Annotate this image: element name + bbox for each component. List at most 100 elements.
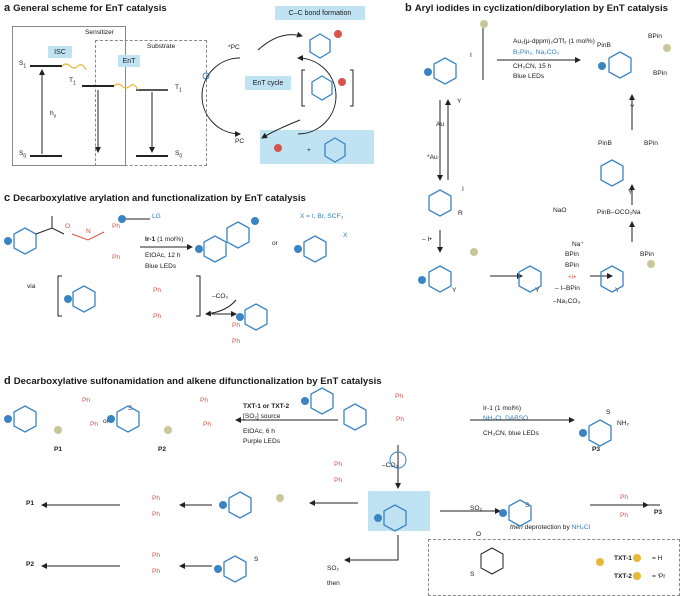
- b-structures: [418, 20, 671, 293]
- d-s-radical: S: [525, 502, 530, 509]
- sensitizer-label: Sensitizer: [85, 29, 114, 36]
- b-pinb-oco2na: PinB–OCO₂Na: [597, 209, 641, 216]
- d-so2-1: SO₂: [470, 505, 483, 512]
- d-deprot-nh4cl: NH₄Cl: [571, 524, 591, 531]
- b-y3-label: Y: [535, 287, 540, 294]
- s0-text: S: [19, 150, 24, 157]
- hv-text: h: [50, 110, 54, 117]
- c-ph4: Ph: [153, 313, 162, 320]
- txt1-label: TXT-1: [614, 555, 632, 562]
- d-deprot-mid: deprotection by: [522, 524, 572, 531]
- b-bpin-mid: BPin: [644, 140, 658, 147]
- intermediate-highlight: [368, 491, 430, 531]
- d-etoac: EtOAc, 6 h: [243, 428, 275, 435]
- b-cond1: Au₂(μ-dppm)₂OTf₂ (1 mol%): [513, 38, 595, 45]
- d-ir-cond: Ir-1 (1 mol%): [483, 405, 522, 412]
- hv-sub: v: [53, 113, 57, 120]
- d-ch3cn: CH₃CN, blue LEDs: [483, 430, 539, 437]
- hv-label: hv: [50, 110, 56, 120]
- d-ph-imin1: Ph: [334, 461, 343, 468]
- b-minus-i: – I•: [422, 236, 432, 243]
- b-cond2: B₂Pin₂, Na₂CO₃: [513, 49, 560, 56]
- ent-cycle-box: EnT cycle: [245, 76, 291, 90]
- c-ph6: Ph: [232, 338, 241, 345]
- c-co2: –CO₂: [212, 293, 229, 300]
- c-ph2: Ph: [112, 254, 121, 261]
- s0-label: S0: [19, 150, 26, 160]
- d-ph-p1a: Ph: [82, 397, 91, 404]
- panel-c-letter: c: [4, 192, 11, 204]
- b-nao: NaO: [553, 207, 567, 214]
- b-bpin-top1: BPin: [648, 33, 662, 40]
- panel-d-title-text: Decarboxylative sulfonamidation and alke…: [13, 376, 382, 387]
- t1-label: T1: [69, 77, 76, 87]
- a-substrate-ring: [274, 30, 354, 163]
- isc-label: ISC: [48, 46, 72, 58]
- d-s-p3: S: [606, 409, 611, 416]
- d-ph-r1b: Ph: [152, 511, 161, 518]
- c-lg: LG: [152, 213, 161, 220]
- d-so2-2: SO₂: [327, 565, 340, 572]
- txt1-value: = H: [652, 555, 663, 562]
- t1b-sub: 1: [179, 87, 182, 94]
- d-p1: P1: [54, 446, 63, 453]
- d-txt-cond: TXT-1 or TXT-2: [243, 403, 290, 410]
- d-ph-ster1: Ph: [395, 393, 404, 400]
- c-n1: N: [86, 228, 91, 235]
- sensitizer-box: [12, 26, 126, 166]
- t1-substrate-label: T1: [175, 84, 182, 94]
- c-ph5: Ph: [232, 322, 241, 329]
- txt2-value: = ⁱPr: [652, 573, 666, 580]
- substrate-label: Substrate: [147, 43, 176, 50]
- panel-a-title-text: General scheme for EnT catalysis: [13, 3, 167, 14]
- d-p3-b: P3: [654, 509, 663, 516]
- d-purple: Purple LEDs: [243, 438, 281, 445]
- b-bpin-top2: BPin: [653, 70, 667, 77]
- t1-text: T: [69, 77, 74, 84]
- c-or: or: [272, 240, 278, 247]
- b-bpin-c1: BPin: [565, 251, 579, 258]
- c-solvent: EtOAc, 12 h: [145, 252, 181, 259]
- pc-star-label: *PC: [228, 44, 240, 51]
- ent-cycle-arrows: [201, 31, 337, 139]
- s0-substrate-label: S0: [175, 150, 182, 160]
- d-s-txt: S: [470, 571, 475, 578]
- panel-d-letter: d: [4, 375, 11, 387]
- jablonski-diagram: [30, 63, 168, 157]
- c-catalyst: Ir-1 (1 mol%): [145, 236, 183, 244]
- d-s-p2: S: [128, 405, 133, 412]
- b-na-plus: Na⁺: [572, 241, 584, 248]
- d-ph-ster2: Ph: [396, 416, 405, 423]
- d-structures: [4, 387, 660, 583]
- d-p2-b: P2: [26, 561, 35, 568]
- c-cat-load: (1 mol%): [155, 236, 184, 243]
- b-y2-label: Y: [452, 287, 457, 294]
- d-then: then: [327, 580, 340, 587]
- plus-sign: +: [307, 147, 311, 154]
- d-nh2: NH₂: [617, 420, 630, 427]
- panel-b-title-text: Aryl iodides in cyclization/diborylation…: [414, 3, 668, 14]
- pc-label: PC: [235, 138, 245, 145]
- c-x: X: [343, 232, 348, 239]
- d-so2-src: [SO₂] source: [243, 413, 281, 420]
- d-ph-r3a: Ph: [620, 494, 629, 501]
- b-i-label: I: [470, 52, 472, 59]
- d-co2: –CO₂: [382, 462, 399, 469]
- d-ph-r2a: Ph: [152, 552, 161, 559]
- c-cat-name: Ir-1: [145, 236, 156, 243]
- c-ph1: Ph: [112, 223, 121, 230]
- d-o-txt: O: [476, 531, 482, 538]
- b-cond4: Blue LEDs: [513, 73, 545, 80]
- b-plus-i: +I•: [568, 274, 576, 281]
- panel-b-letter: b: [405, 2, 412, 14]
- b-au-star-label: *Au: [427, 154, 438, 161]
- c-ph3: Ph: [153, 287, 162, 294]
- t1b-text: T: [175, 84, 180, 91]
- t1-sub: 1: [73, 80, 76, 87]
- panel-c-title-text: Decarboxylative arylation and functional…: [13, 193, 306, 204]
- d-ph-p2b: Ph: [203, 421, 212, 428]
- d-ph-p2a: Ph: [200, 397, 209, 404]
- c-leds: Blue LEDs: [145, 263, 177, 270]
